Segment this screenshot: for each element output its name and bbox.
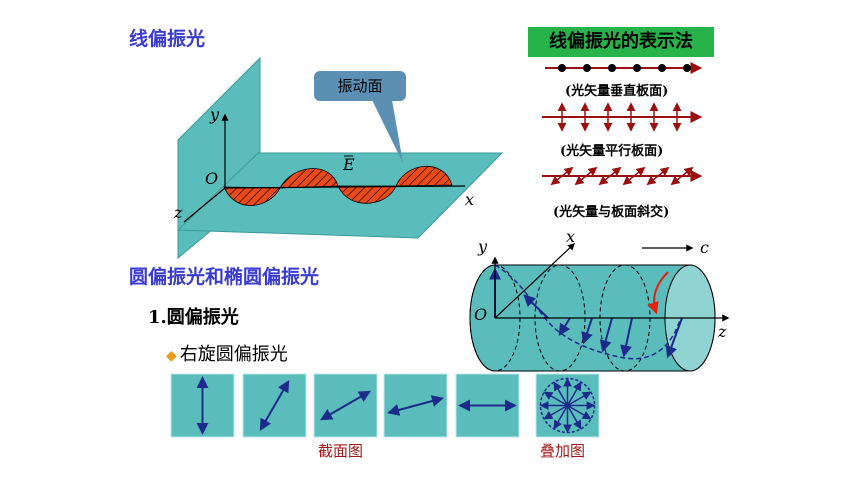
superposition-vector (567, 391, 592, 407)
superposition-vector (566, 405, 582, 430)
callout-pointer (372, 100, 403, 163)
helix-path (494, 264, 681, 360)
wave-axes (183, 113, 466, 223)
superposition-vector (567, 404, 592, 420)
legend-dot (558, 64, 566, 72)
superposition-vector (566, 381, 582, 406)
legend-dot (583, 64, 591, 72)
legend-dot (633, 64, 641, 72)
cyl-speed-label: c (700, 238, 709, 257)
caption-cross-section: 截面图 (318, 442, 364, 460)
bullet-right-handed: ◆右旋圆偏振光 (166, 340, 288, 366)
superposition-vector (553, 381, 569, 406)
caption-superposition: 叠加图 (540, 442, 586, 460)
rotation-arc (647, 271, 669, 315)
polarization-vector (259, 380, 290, 431)
wave-lobes (223, 165, 453, 206)
cyl-axis-y-label: y (477, 237, 488, 256)
title-linear-polarization: 线偏振光 (129, 28, 206, 50)
wave-axis-z-label: z (173, 203, 183, 222)
diamond-icon: ◆ (166, 348, 177, 364)
wave-axis-y-label: y (209, 105, 220, 124)
legend-caption-parallel: (光矢量平行板面) (560, 144, 664, 159)
cross-section-squares (170, 373, 520, 438)
wave-axis-x-label: x (465, 190, 474, 209)
cylinder-axes (491, 243, 730, 322)
cyl-origin-label: O (474, 305, 487, 324)
legend-dot (683, 64, 691, 72)
cyl-axis-z-label: z (717, 322, 727, 341)
legend-row-oblique (542, 166, 703, 186)
section-heading-circular: 1.圆偏振光 (148, 307, 239, 328)
legend-dot (658, 64, 666, 72)
superposition-square (535, 373, 600, 438)
superposition-vector (543, 391, 568, 407)
superposition-vector (553, 405, 569, 430)
legend-dot (608, 64, 616, 72)
right-handed-label: 右旋圆偏振光 (179, 344, 288, 365)
polarization-vector (320, 390, 371, 421)
legend-title: 线偏振光的表示法 (528, 27, 714, 57)
legend-row-perpendicular (545, 62, 703, 74)
title-circular-elliptical: 圆偏振光和椭圆偏振光 (129, 266, 320, 288)
wave-origin-label: O (205, 169, 218, 188)
legend-caption-perpendicular: (光矢量垂直板面) (565, 84, 669, 99)
legend-row-parallel (542, 102, 703, 132)
wave-vector-label: E (342, 155, 355, 174)
callout-vibration-plane: 振动面 (314, 71, 406, 101)
superposition-vector (543, 404, 568, 420)
polarization-vector (387, 395, 444, 416)
legend-caption-oblique: (光矢量与板面斜交) (553, 205, 670, 220)
cyl-axis-x-label: x (566, 227, 575, 246)
